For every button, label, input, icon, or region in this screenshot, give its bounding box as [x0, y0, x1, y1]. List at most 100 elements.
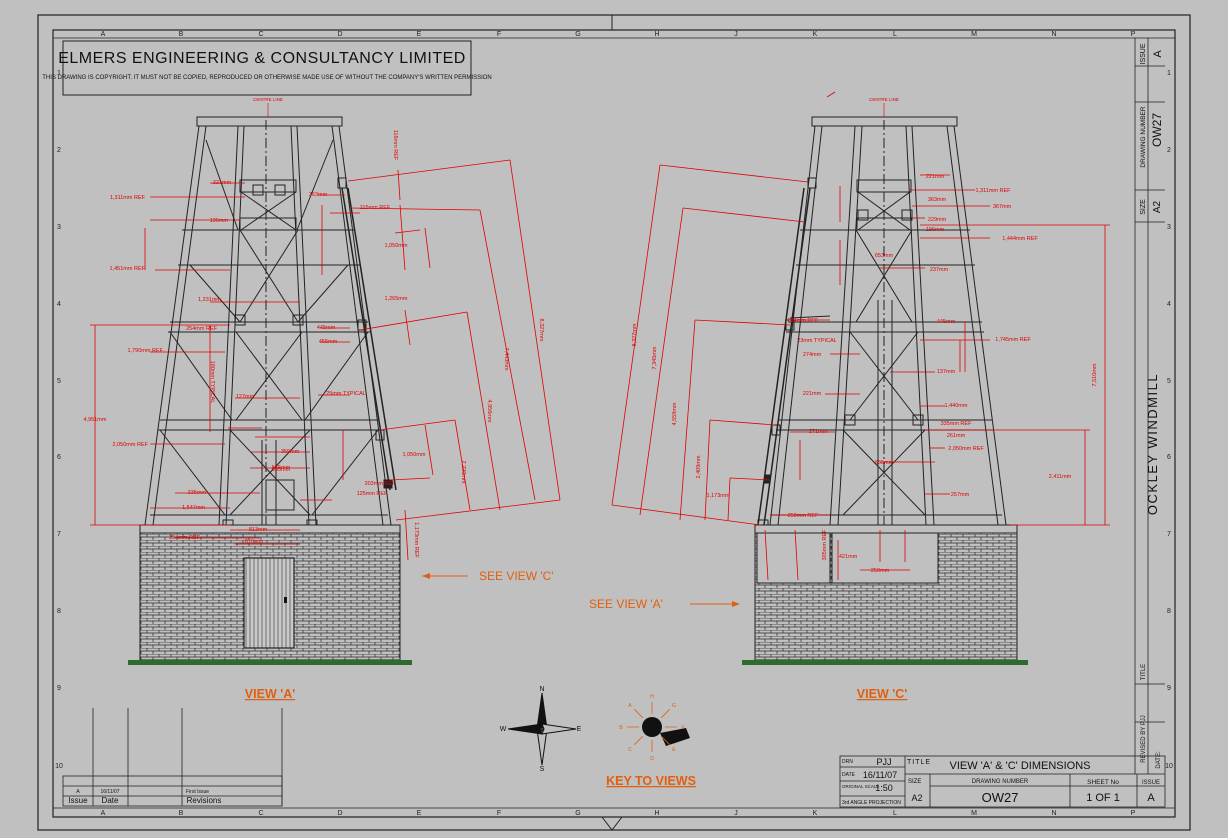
dim-a-11: 445mm: [317, 325, 336, 331]
side-drawing-number: OW27: [1150, 113, 1164, 147]
tb-title: VIEW 'A' & 'C' DIMENSIONS: [949, 760, 1090, 772]
view-a-label: VIEW 'A': [245, 687, 295, 701]
dim-a-13: 1,790mm REF: [128, 348, 164, 354]
side-issue-label: ISSUE: [1140, 43, 1147, 64]
dim-c-11: 445mm: [937, 319, 956, 325]
see-view-c-text: SEE VIEW 'C': [479, 569, 554, 583]
compass-e: E: [577, 726, 582, 733]
key-letter-c: C: [628, 747, 632, 753]
grid-col-top-G: G: [575, 31, 580, 38]
side-date-label: DATE:: [1156, 751, 1162, 769]
dim-c-31: 421mm: [839, 554, 858, 560]
dim-a-32: 1,173mm REF: [413, 522, 419, 558]
side-project-name: OCKLEY WINDMILL: [1145, 373, 1160, 515]
grid-row-right-1: 1: [1167, 70, 1171, 77]
dim-a-4: 115mm REF: [360, 205, 391, 211]
title-block: [839, 755, 1166, 808]
grid-row-left-6: 6: [57, 454, 61, 461]
compass-n: N: [539, 686, 544, 693]
grid-col-top-K: K: [813, 31, 818, 38]
dim-a-16: 127mm: [236, 394, 255, 400]
copyright-notice: THIS DRAWING IS COPYRIGHT. IT MUST NOT B…: [42, 75, 492, 81]
tb-projection: 3rd ANGLE PROJECTION: [842, 800, 901, 806]
grid-col-bottom-J: J: [734, 810, 738, 817]
dim-c-7: 653mm: [875, 253, 894, 259]
compass-s: S: [540, 766, 545, 773]
dim-a-3: 116mm REF: [392, 130, 398, 161]
dim-a-6: 1,451mm REF: [110, 266, 146, 272]
dim-a-31: 2,220mm: [460, 461, 466, 484]
view-a-dimensions: [90, 159, 561, 561]
tb-drn-label: DRN: [842, 759, 853, 765]
dim-c-33: 305mm REF: [822, 529, 828, 561]
dim-c-5: 196mm: [926, 227, 945, 233]
grid-row-right-9: 9: [1167, 685, 1171, 692]
dim-a-7: 1,050mm: [385, 243, 408, 249]
key-ray: [660, 709, 670, 719]
dim-a-0: 1,311mm REF: [110, 195, 146, 201]
grid-row-right-3: 3: [1167, 224, 1171, 231]
tb-issue: A: [1147, 792, 1155, 804]
dim-c-30: 250mm REF: [788, 513, 820, 519]
dim-a-33: 203mm REF: [365, 481, 397, 487]
compass-letters: N E S W: [500, 686, 582, 773]
dim-a-24: 1,547mm: [182, 505, 205, 511]
tb-drawing-number-label: DRAWING NUMBER: [972, 779, 1029, 785]
dim-a-23: 335mm: [188, 490, 207, 496]
grid-col-bottom-G: G: [575, 810, 580, 817]
grid-col-top-C: C: [258, 31, 263, 38]
dim-c-17: 271mm: [809, 429, 828, 435]
grid-col-top-E: E: [417, 31, 422, 38]
key-letter-f: F: [681, 725, 684, 731]
revision-issue-header: Issue: [68, 796, 88, 805]
north-compass: [507, 692, 577, 766]
grid-row-right-7: 7: [1167, 531, 1171, 538]
tb-drawing-number: OW27: [982, 790, 1019, 805]
grid-col-top-M: M: [971, 31, 977, 38]
side-size: A2: [1152, 200, 1163, 213]
view-c-brick-base: [742, 524, 1028, 665]
grid-col-bottom-P: P: [1131, 810, 1136, 817]
grid-row-left-10: 10: [55, 763, 63, 770]
dim-a-27: 810mm: [245, 539, 264, 545]
tb-scale: 1:50: [875, 783, 893, 793]
dim-a-21: 565mm: [272, 465, 291, 471]
side-size-label: SIZE: [1140, 199, 1147, 215]
grid-row-left-1: 1: [57, 70, 61, 77]
revision-revisions-header: Revisions: [187, 796, 222, 805]
key-letter-b: B: [619, 725, 623, 731]
key-letter-h: H: [650, 694, 654, 700]
dim-a-25: 254mm REF: [169, 535, 201, 541]
dim-c-1: 1,311mm REF: [975, 188, 1011, 194]
side-issue: A: [1152, 50, 1164, 58]
dim-c-2: 363mm: [928, 197, 947, 203]
dim-c-20: 2,050mm REF: [948, 446, 984, 452]
dim-c-18: 335mm REF: [941, 421, 973, 427]
grid-row-right-8: 8: [1167, 608, 1171, 615]
dim-a-15: 25mm TYPICAL: [326, 391, 366, 397]
grid-row-left-3: 3: [57, 224, 61, 231]
key-to-views-label: KEY TO VIEWS: [606, 774, 696, 788]
dim-c-26: 2,409mm: [696, 455, 702, 478]
see-view-c-arrow: SEE VIEW 'C': [422, 569, 554, 583]
grid-row-right-5: 5: [1167, 378, 1171, 385]
dim-c-12: 1,745mm REF: [995, 337, 1031, 343]
see-view-a-arrow: SEE VIEW 'A': [589, 597, 740, 611]
view-a-brick-base: [128, 524, 412, 665]
sheet-border: [37, 14, 1191, 831]
grid-row-left-5: 5: [57, 378, 61, 385]
key-ray: [634, 735, 644, 745]
dim-c-8: 237mm: [930, 267, 949, 273]
dim-a-1: 221mm: [213, 180, 232, 186]
grid-col-top-P: P: [1131, 31, 1136, 38]
grid-col-bottom-A: A: [101, 810, 106, 817]
grid-col-top-H: H: [654, 31, 659, 38]
dim-a-9: 1,231mm: [198, 297, 221, 303]
tb-drn: PJJ: [876, 757, 891, 767]
dim-a-20: 359mm: [281, 449, 300, 455]
compass-w: W: [500, 726, 507, 733]
